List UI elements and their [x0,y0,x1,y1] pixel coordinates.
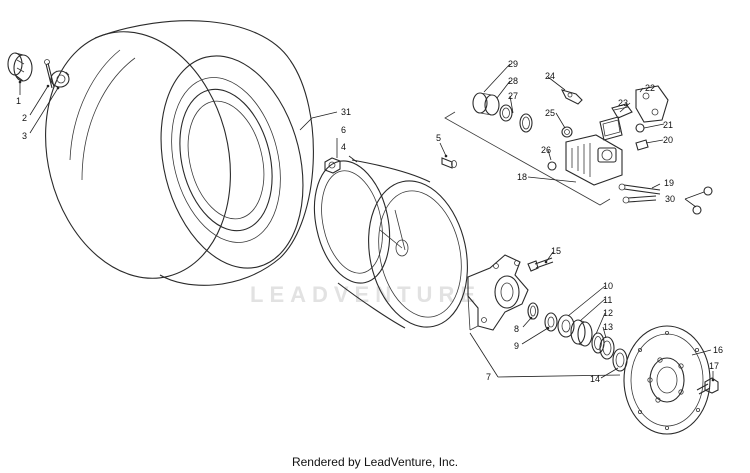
bleeder-screw[interactable] [635,139,649,151]
callout-15[interactable]: 15 [551,246,561,256]
retaining-ring[interactable] [591,332,605,354]
callout-23[interactable]: 23 [618,98,628,108]
pad-spring[interactable] [611,103,633,119]
dust-seal[interactable] [519,113,533,133]
piston-seal[interactable] [499,104,513,122]
callout-31[interactable]: 31 [341,107,351,117]
callout-16[interactable]: 16 [713,345,723,355]
callout-22[interactable]: 22 [645,83,655,93]
callout-6[interactable]: 6 [341,125,346,135]
cotter-pin[interactable] [44,59,55,89]
callout-13[interactable]: 13 [603,322,613,332]
slide-bushing[interactable] [547,161,557,171]
callout-4[interactable]: 4 [341,142,346,152]
callout-18[interactable]: 18 [517,172,527,182]
callout-9[interactable]: 9 [514,341,519,351]
hub-stud[interactable] [527,257,554,272]
pad-pin[interactable] [560,89,583,105]
footer-credit: Rendered by LeadVenture, Inc. [291,455,459,469]
bearing-inner[interactable] [557,314,575,338]
watermark-text: LEADVENTURE [250,282,481,307]
brake-pads[interactable] [599,116,623,141]
callout-10[interactable]: 10 [603,281,613,291]
disc-bolt[interactable] [696,377,719,395]
callout-8[interactable]: 8 [514,324,519,334]
caliper-washers[interactable] [692,186,713,215]
hub-seal[interactable] [527,302,539,320]
callout-11[interactable]: 11 [603,295,612,305]
bearing-seal[interactable] [599,336,615,360]
callout-28[interactable]: 28 [508,76,518,86]
leader-dots [18,80,715,382]
tire[interactable] [20,12,324,298]
callout-17[interactable]: 17 [709,361,719,371]
callout-27[interactable]: 27 [508,91,518,101]
caliper-mount-bolts[interactable] [618,183,661,204]
bearing-outer[interactable] [570,319,593,347]
callout-7[interactable]: 7 [486,372,491,382]
callout-2[interactable]: 2 [22,113,27,123]
brake-disc[interactable] [623,325,711,435]
caliper-piston-boot[interactable] [561,126,573,138]
leader-lines [19,63,714,380]
castle-nut[interactable] [50,70,70,88]
callout-26[interactable]: 26 [541,145,551,155]
callout-21[interactable]: 21 [663,120,673,130]
callout-30[interactable]: 30 [665,194,675,204]
callout-29[interactable]: 29 [508,59,518,69]
caliper-bracket[interactable] [635,85,669,123]
lug-nut[interactable] [324,157,341,174]
callout-14[interactable]: 14 [590,374,600,384]
brake-caliper[interactable] [565,134,623,186]
callout-20[interactable]: 20 [663,135,673,145]
callout-labels: 1 2 3 4 5 6 7 8 9 10 11 12 13 14 15 16 1… [16,59,723,384]
callout-1[interactable]: 1 [16,96,21,106]
wheel-hub[interactable] [467,254,529,331]
callout-3[interactable]: 3 [22,131,27,141]
piston[interactable] [472,92,500,116]
callout-24[interactable]: 24 [545,71,555,81]
callout-25[interactable]: 25 [545,108,555,118]
valve-stem[interactable] [441,157,457,169]
callout-5[interactable]: 5 [436,133,441,143]
callout-19[interactable]: 19 [664,178,674,188]
caliper-assembly-frame [444,111,611,206]
wheel-rim[interactable] [304,154,480,336]
bleeder-cap[interactable] [635,123,645,133]
spacer[interactable] [544,312,558,332]
callout-12[interactable]: 12 [603,308,613,318]
hub-cap[interactable] [7,52,33,82]
